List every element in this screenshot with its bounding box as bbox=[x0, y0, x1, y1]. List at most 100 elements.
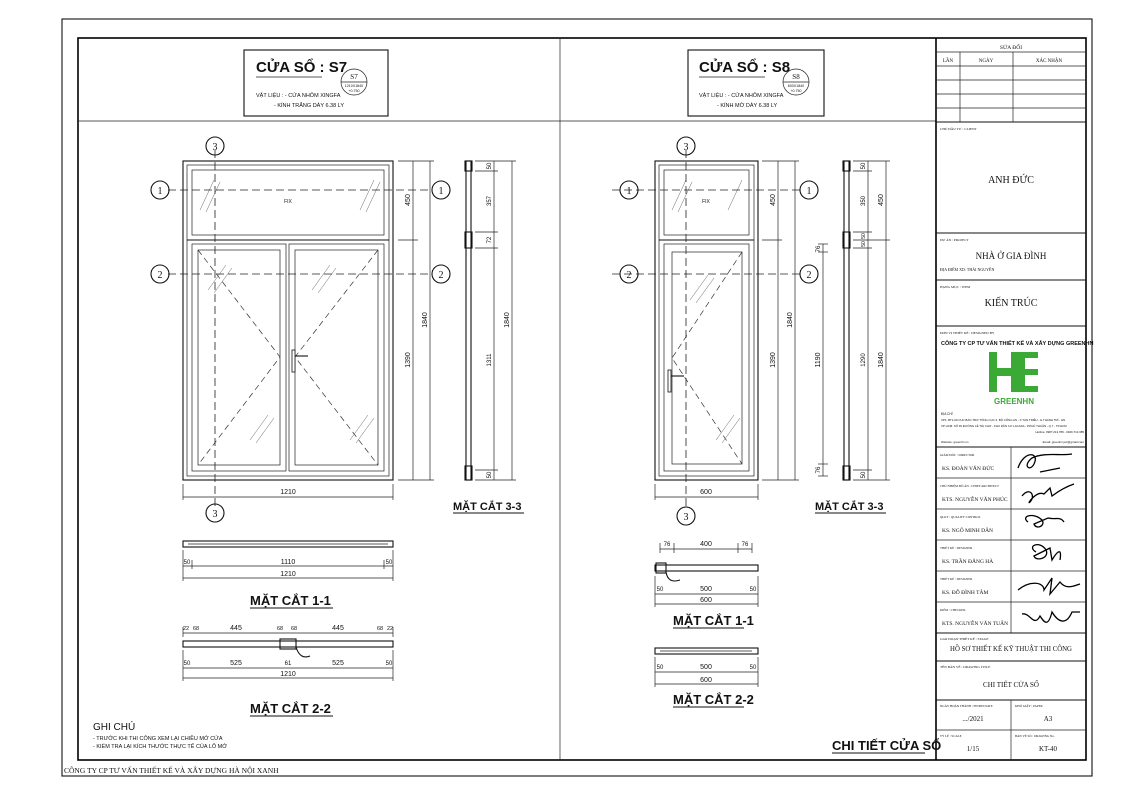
svg-text:Hotline: 0987.213.789 - 0946.7: Hotline: 0987.213.789 - 0946.713.385 bbox=[1035, 430, 1084, 434]
svg-text:50: 50 bbox=[657, 587, 664, 593]
svg-text:50: 50 bbox=[750, 587, 757, 593]
svg-text:68: 68 bbox=[193, 626, 199, 632]
svg-text:THIẾT KẾ : DESIGNER: THIẾT KẾ : DESIGNER bbox=[940, 576, 973, 581]
svg-text:50: 50 bbox=[386, 661, 393, 667]
svg-text:DỰ ÁN : PROJECT: DỰ ÁN : PROJECT bbox=[940, 237, 970, 242]
s8-elevation: FIX bbox=[612, 150, 800, 510]
svg-text:KTS. NGUYỄN VĂN TUẤN: KTS. NGUYỄN VĂN TUẤN bbox=[942, 619, 1008, 627]
svg-text:68: 68 bbox=[377, 626, 383, 632]
s8-dimensions: 600 450 1390 1840 76 1190 76 bbox=[654, 160, 828, 500]
svg-text:76: 76 bbox=[816, 245, 822, 252]
svg-text:ĐƠN VỊ THIẾT KẾ : DESIGNED BY: ĐƠN VỊ THIẾT KẾ : DESIGNED BY bbox=[940, 330, 995, 335]
svg-text:450: 450 bbox=[878, 194, 885, 206]
svg-text:1311: 1311 bbox=[487, 353, 493, 367]
svg-text:GHI CHÚ: GHI CHÚ bbox=[93, 720, 135, 733]
svg-text:22: 22 bbox=[387, 626, 393, 632]
svg-text:600: 600 bbox=[700, 489, 712, 496]
s7-elevation: FIX bbox=[168, 150, 428, 508]
svg-text:50: 50 bbox=[487, 162, 493, 169]
s7-section-markers: 1 1 2 2 3 3 bbox=[150, 136, 451, 523]
s7-dimensions: 1210 450 1390 1840 bbox=[182, 160, 434, 500]
svg-text:ĐỊA ĐIỂM XD: THÁI NGUYÊN: ĐỊA ĐIỂM XD: THÁI NGUYÊN bbox=[940, 267, 994, 272]
svg-text:50: 50 bbox=[657, 665, 664, 671]
svg-text:50: 50 bbox=[861, 471, 867, 478]
svg-text:1840: 1840 bbox=[787, 312, 794, 328]
svg-text:68: 68 bbox=[291, 626, 297, 632]
svg-text:61: 61 bbox=[285, 661, 292, 667]
svg-text:50: 50 bbox=[487, 471, 493, 478]
svg-text:2: 2 bbox=[439, 270, 444, 281]
svg-text:MẶT CẮT 1-1: MẶT CẮT 1-1 bbox=[673, 613, 754, 628]
svg-text:50: 50 bbox=[184, 560, 191, 566]
s7-material-2: - KÍNH TRẮNG DÀY 6.38 LY bbox=[274, 101, 344, 109]
svg-text:50: 50 bbox=[861, 233, 867, 239]
svg-text:50: 50 bbox=[750, 665, 757, 671]
footer-company: CÔNG TY CP TƯ VẤN THIẾT KẾ VÀ XÂY DỰNG H… bbox=[64, 765, 279, 775]
signatures bbox=[1017, 453, 1081, 623]
s7-header: CỬA SỔ : S7 VẬT LIỆU : - CỬA NHÔM XINGFA… bbox=[243, 49, 389, 117]
svg-text:VP1: BT1-09 CỤC BẢO TRỢ TỔNG C: VP1: BT1-09 CỤC BẢO TRỢ TỔNG CỤC II, BỘ … bbox=[941, 417, 1065, 422]
svg-text:KS. ĐOÀN VĂN ĐỨC: KS. ĐOÀN VĂN ĐỨC bbox=[942, 464, 994, 472]
svg-text:450: 450 bbox=[405, 194, 412, 206]
svg-text:525: 525 bbox=[332, 660, 344, 667]
svg-text:2: 2 bbox=[158, 270, 163, 281]
svg-text:THIẾT KẾ : DESIGNER: THIẾT KẾ : DESIGNER bbox=[940, 545, 973, 550]
svg-text:1210: 1210 bbox=[280, 571, 296, 578]
svg-text:VP HCM: SỐ 36 ĐƯỜNG LÊ THỊ CHỢ: VP HCM: SỐ 36 ĐƯỜNG LÊ THỊ CHỢ - KHU DÂN… bbox=[941, 423, 1067, 428]
svg-text:S7: S7 bbox=[350, 73, 358, 81]
svg-text:+0.750: +0.750 bbox=[348, 89, 359, 93]
svg-text:GREENHN: GREENHN bbox=[994, 397, 1034, 406]
svg-text:50: 50 bbox=[184, 661, 191, 667]
svg-text:CHI TIẾT CỬA SỔ: CHI TIẾT CỬA SỔ bbox=[983, 681, 1039, 689]
svg-text:1/15: 1/15 bbox=[967, 745, 980, 753]
svg-text:MẶT CẮT 2-2: MẶT CẮT 2-2 bbox=[250, 701, 331, 716]
svg-text:357: 357 bbox=[487, 195, 493, 206]
svg-text:76: 76 bbox=[742, 542, 749, 548]
svg-text:2: 2 bbox=[807, 270, 812, 281]
s7-section-1-1: 50 1110 50 1210 MẶT CẮT 1-1 bbox=[182, 540, 394, 609]
svg-text:MẶT CẮT 1-1: MẶT CẮT 1-1 bbox=[250, 593, 331, 608]
s8-section-markers: 1 1 2 2 3 3 bbox=[619, 136, 819, 526]
svg-text:NGÀY: NGÀY bbox=[979, 58, 994, 64]
svg-text:S8: S8 bbox=[792, 73, 800, 81]
svg-text:445: 445 bbox=[332, 625, 344, 632]
s7-title: CỬA SỔ : S7 bbox=[256, 58, 347, 76]
svg-text:600: 600 bbox=[700, 597, 712, 604]
svg-text:1390: 1390 bbox=[405, 352, 412, 368]
svg-text:525: 525 bbox=[230, 660, 242, 667]
svg-text:3: 3 bbox=[213, 142, 218, 153]
s8-section-2-2: 50 500 50 600 MẶT CẮT 2-2 bbox=[654, 647, 759, 708]
svg-text:ĐỊA CHỈ: ĐỊA CHỈ bbox=[941, 411, 953, 416]
svg-text:72: 72 bbox=[487, 236, 493, 243]
svg-text:CHỦ NHIỆM ĐỒ ÁN : CHIEF ARCHIT: CHỦ NHIỆM ĐỒ ÁN : CHIEF ARCHITECT bbox=[940, 483, 999, 488]
svg-text:HỒ SƠ THIẾT KẾ KỸ THUẬT THI CÔ: HỒ SƠ THIẾT KẾ KỸ THUẬT THI CÔNG bbox=[950, 645, 1072, 653]
s7-section-3-3: 50 357 72 1311 50 1840 MẶT CẮT 3-3 bbox=[453, 160, 524, 514]
svg-text:50: 50 bbox=[386, 560, 393, 566]
svg-text:1840: 1840 bbox=[878, 352, 885, 368]
svg-text:TỶ LỆ : SCALE: TỶ LỆ : SCALE bbox=[940, 733, 962, 738]
svg-text:KIỂM : CHECKER: KIỂM : CHECKER bbox=[940, 607, 966, 612]
svg-text:1: 1 bbox=[158, 186, 163, 197]
svg-text:KS. NGÔ MINH DÂN: KS. NGÔ MINH DÂN bbox=[942, 526, 993, 534]
svg-text:50: 50 bbox=[861, 162, 867, 169]
svg-text:KT-40: KT-40 bbox=[1039, 745, 1058, 753]
svg-text:1110: 1110 bbox=[281, 559, 296, 566]
svg-text:MẶT CẮT 3-3: MẶT CẮT 3-3 bbox=[815, 500, 883, 513]
svg-text:FIX: FIX bbox=[284, 199, 292, 205]
svg-text:SỬA ĐỔI: SỬA ĐỔI bbox=[1000, 43, 1022, 51]
svg-text:76: 76 bbox=[664, 542, 671, 548]
svg-text:MẶT CẮT 2-2: MẶT CẮT 2-2 bbox=[673, 692, 754, 707]
svg-text:NGÀY HOÀN THÀNH : FINISH DATE: NGÀY HOÀN THÀNH : FINISH DATE bbox=[940, 703, 993, 708]
svg-text:- KIỂM TRA LẠI KÍCH THƯỚC THỰC: - KIỂM TRA LẠI KÍCH THƯỚC THỰC TẾ CỦA LỖ… bbox=[93, 743, 227, 750]
s7-material-1: VẬT LIỆU : - CỬA NHÔM XINGFA bbox=[256, 91, 341, 99]
svg-text:A3: A3 bbox=[1044, 715, 1053, 723]
inner-border bbox=[77, 37, 1087, 761]
svg-text:LẦN: LẦN bbox=[943, 58, 954, 64]
svg-text:HẠNG MỤC : ITEM: HẠNG MỤC : ITEM bbox=[940, 285, 971, 289]
svg-text:GIÁM ĐỐC : DIRECTOR: GIÁM ĐỐC : DIRECTOR bbox=[940, 452, 975, 457]
svg-text:600: 600 bbox=[700, 677, 712, 684]
s8-header: CỬA SỔ : S8 VẬT LIỆU : - CỬA NHÔM XINGFA… bbox=[687, 49, 825, 117]
svg-text:KS. TRẦN ĐĂNG HÀ: KS. TRẦN ĐĂNG HÀ bbox=[942, 557, 993, 565]
svg-text:1210: 1210 bbox=[280, 671, 296, 678]
